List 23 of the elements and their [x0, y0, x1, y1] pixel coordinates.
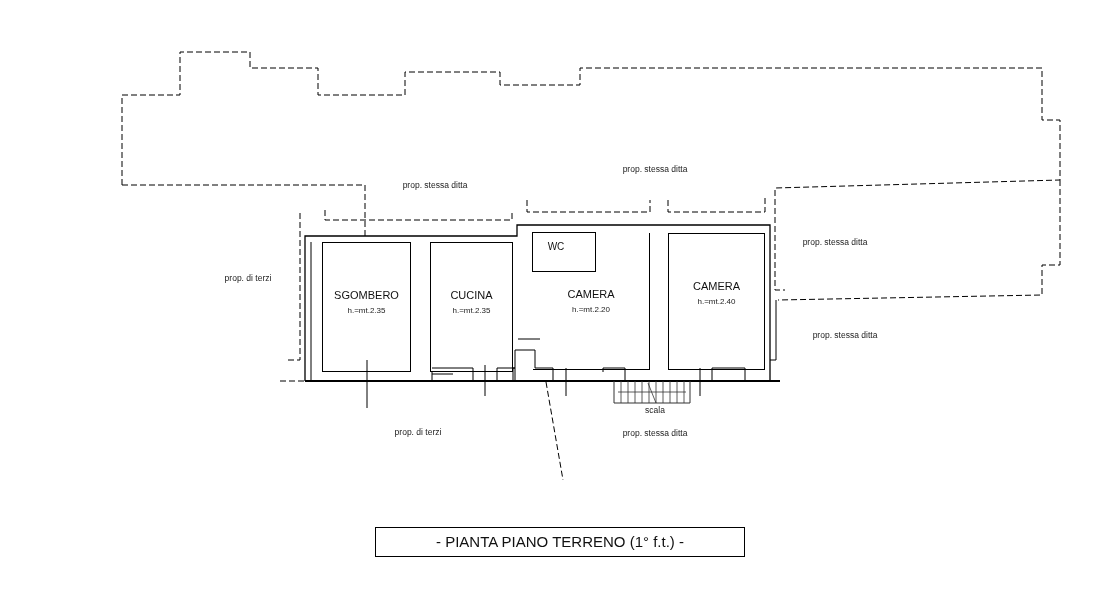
ceiling-height-label: h.=mt.2.35 — [346, 306, 387, 315]
property-label: prop. stessa ditta — [811, 330, 879, 341]
property-label: prop. stessa ditta — [621, 428, 689, 439]
room-name: CAMERA — [566, 288, 616, 300]
ceiling-height-label: h.=mt.2.35 — [451, 306, 492, 315]
stair-label: scala — [644, 405, 666, 416]
room-name: SGOMBERO — [333, 289, 400, 301]
room-name: CUCINA — [449, 289, 494, 301]
room — [668, 233, 765, 370]
plan-title: - PIANTA PIANO TERRENO (1° f.t.) - — [375, 527, 745, 557]
room — [430, 242, 513, 372]
room-name: CAMERA — [691, 280, 742, 292]
room-name: WC — [546, 241, 566, 252]
property-label: prop. stessa ditta — [401, 180, 469, 191]
property-label: prop. stessa ditta — [621, 164, 689, 175]
property-label: prop. stessa ditta — [801, 237, 869, 248]
ceiling-height-label: h.=mt.2.40 — [696, 297, 737, 306]
property-label: prop. di terzi — [393, 427, 443, 438]
room — [533, 233, 650, 370]
property-label: prop. di terzi — [223, 273, 273, 284]
room — [322, 242, 411, 372]
ceiling-height-label: h.=mt.2.20 — [571, 305, 611, 314]
bathroom-room — [532, 232, 596, 272]
